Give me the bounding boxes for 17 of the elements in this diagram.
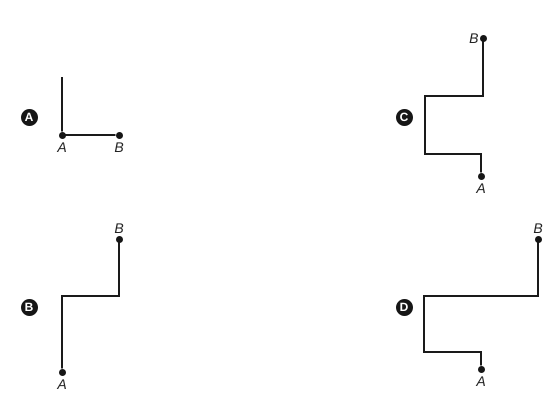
point-label: B — [114, 140, 124, 154]
point-label: A — [476, 374, 486, 388]
path-line — [66, 134, 116, 136]
point-label: A — [57, 376, 67, 390]
answer-choice-marker: B — [20, 298, 38, 316]
point-label: B — [469, 31, 478, 45]
point-label: B — [114, 220, 124, 234]
point-label: A — [57, 140, 67, 154]
path-line — [424, 42, 484, 172]
point-label: A — [476, 180, 486, 194]
answer-choice-marker: A — [20, 108, 38, 126]
path-line — [61, 77, 63, 132]
answer-choice-marker: C — [396, 108, 412, 126]
path-line — [61, 242, 120, 368]
point-label: B — [533, 220, 543, 234]
answer-choice-marker: D — [396, 298, 412, 316]
path-line — [423, 242, 539, 366]
